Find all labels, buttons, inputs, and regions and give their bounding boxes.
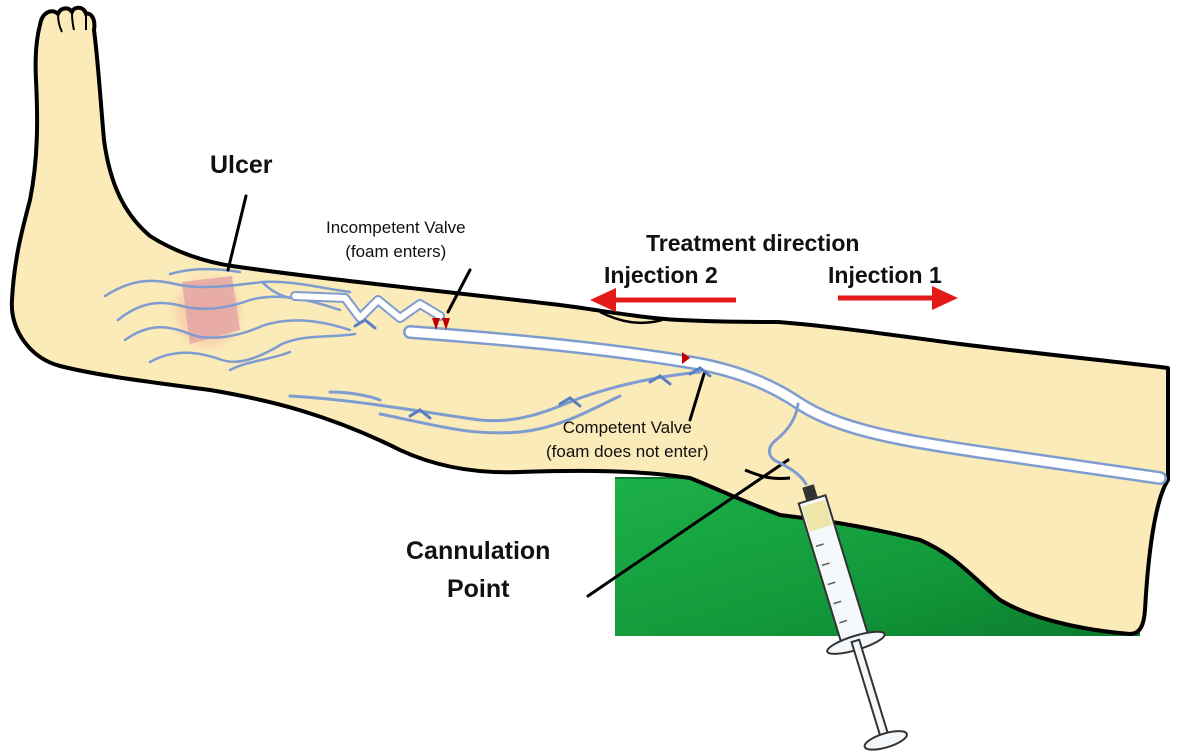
ulcer-mark <box>166 268 250 356</box>
tributary-veins <box>288 370 702 435</box>
treatment-direction-label: Treatment direction <box>646 230 860 256</box>
incompetent-valve-label-line2: (foam enters) <box>345 242 447 261</box>
syringe-icon <box>797 484 908 751</box>
cannulation-point-label-line2: Point <box>446 575 510 603</box>
foam-vein-lower <box>290 291 445 323</box>
cannulation-point-label: Cannulation Point <box>406 532 550 608</box>
valve-chevrons <box>353 318 712 420</box>
leg-outline <box>9 5 1170 636</box>
competent-valve-label: Competent Valve (foam does not enter) <box>546 416 709 464</box>
incompetent-valve-label: Incompetent Valve (foam enters) <box>326 216 466 264</box>
competent-valve-marker <box>682 352 690 364</box>
incompetent-valve-marker <box>432 318 450 330</box>
saphenous-vein <box>403 325 1167 485</box>
competent-valve-label-line2: (foam does not enter) <box>546 442 709 461</box>
ulcer-label: Ulcer <box>210 151 273 179</box>
cannulation-point-label-line1: Cannulation <box>406 537 551 565</box>
injection-2-label: Injection 2 <box>604 262 718 288</box>
arrow-left-icon <box>590 288 736 312</box>
injection-1-label: Injection 1 <box>828 262 942 288</box>
arrow-right-icon <box>838 286 958 310</box>
leader-lines <box>226 194 790 598</box>
incompetent-valve-label-line1: Incompetent Valve <box>326 218 466 237</box>
competent-valve-label-line1: Competent Valve <box>562 418 692 437</box>
cannula-line <box>768 402 808 486</box>
